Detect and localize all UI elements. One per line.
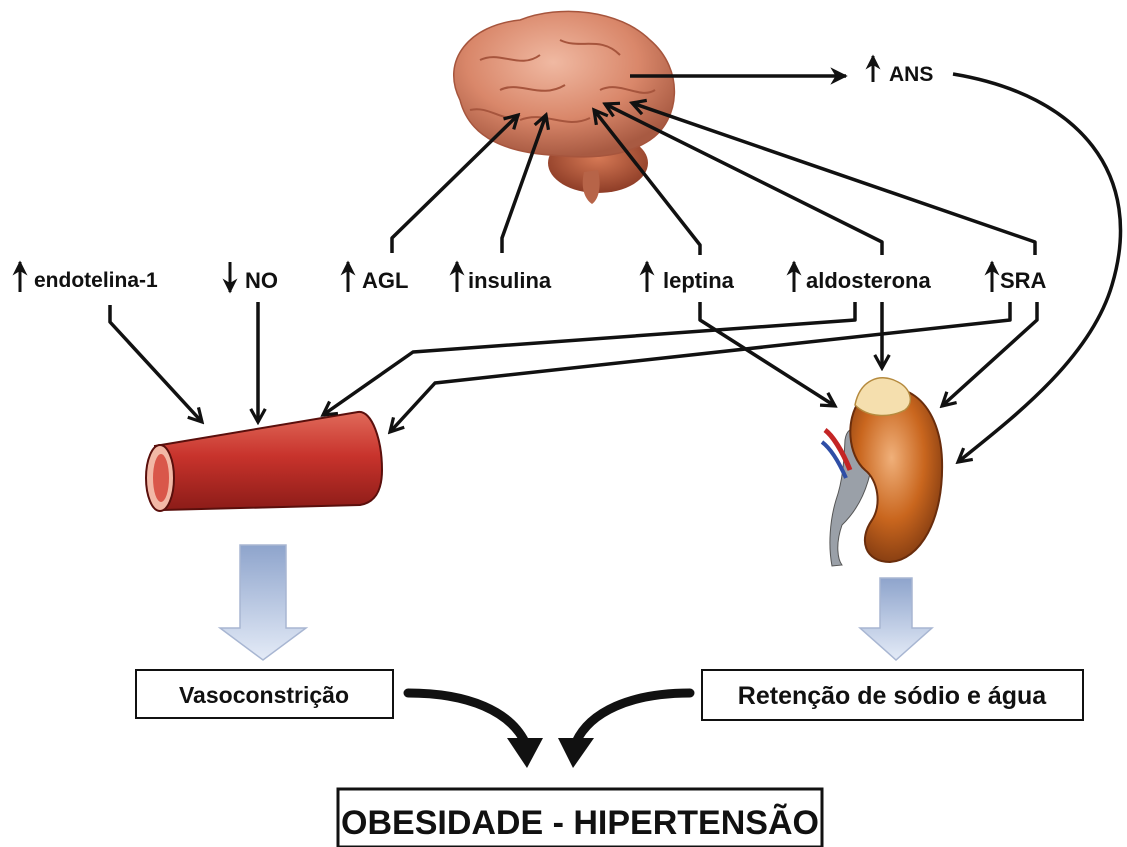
arrow-aldosterona-to-vessel: [323, 302, 857, 415]
arrow-leptina-to-brain: [594, 110, 702, 255]
label-agl: AGL: [362, 268, 408, 293]
arrow-ans-to-kidney: [952, 72, 1123, 462]
arrow-sra-to-kidney: [942, 302, 1039, 406]
blood-vessel-illustration: [145, 410, 384, 512]
curved-arrow-right-head: [558, 738, 594, 768]
arrow-endotelina-to-vessel: [108, 305, 202, 422]
label-ans: ANS: [889, 63, 933, 86]
box-vasoconstricao-text: Vasoconstrição: [179, 682, 349, 708]
box-result-text: OBESIDADE - HIPERTENSÃO: [341, 804, 819, 842]
label-leptina: leptina: [663, 268, 735, 293]
curved-arrow-left: [403, 688, 530, 747]
arrow-leptina-to-kidney: [698, 302, 835, 406]
arrow-agl-to-brain: [390, 115, 518, 253]
box-retencao-text: Retenção de sódio e água: [738, 682, 1048, 710]
label-insulina: insulina: [468, 268, 552, 293]
down-block-arrow-right: [858, 577, 934, 662]
curved-arrow-right: [571, 688, 695, 747]
curved-arrow-left-head: [507, 738, 543, 768]
label-no: NO: [245, 268, 278, 293]
box-result: OBESIDADE - HIPERTENSÃO: [336, 787, 824, 847]
arrow-sra-to-vessel: [390, 302, 1012, 432]
label-endotelina: endotelina-1: [34, 269, 158, 292]
arrow-insulina-to-brain: [500, 115, 546, 253]
label-sra: SRA: [1000, 268, 1047, 293]
arrow-sra-to-brain: [632, 103, 1037, 255]
arrow-aldosterona-to-brain: [605, 104, 884, 255]
label-aldosterona: aldosterona: [806, 268, 931, 293]
kidney-illustration: [820, 377, 944, 567]
box-vasoconstricao: Vasoconstrição: [135, 669, 394, 719]
box-retencao: Retenção de sódio e água: [701, 669, 1084, 721]
down-block-arrow-left: [217, 544, 309, 661]
